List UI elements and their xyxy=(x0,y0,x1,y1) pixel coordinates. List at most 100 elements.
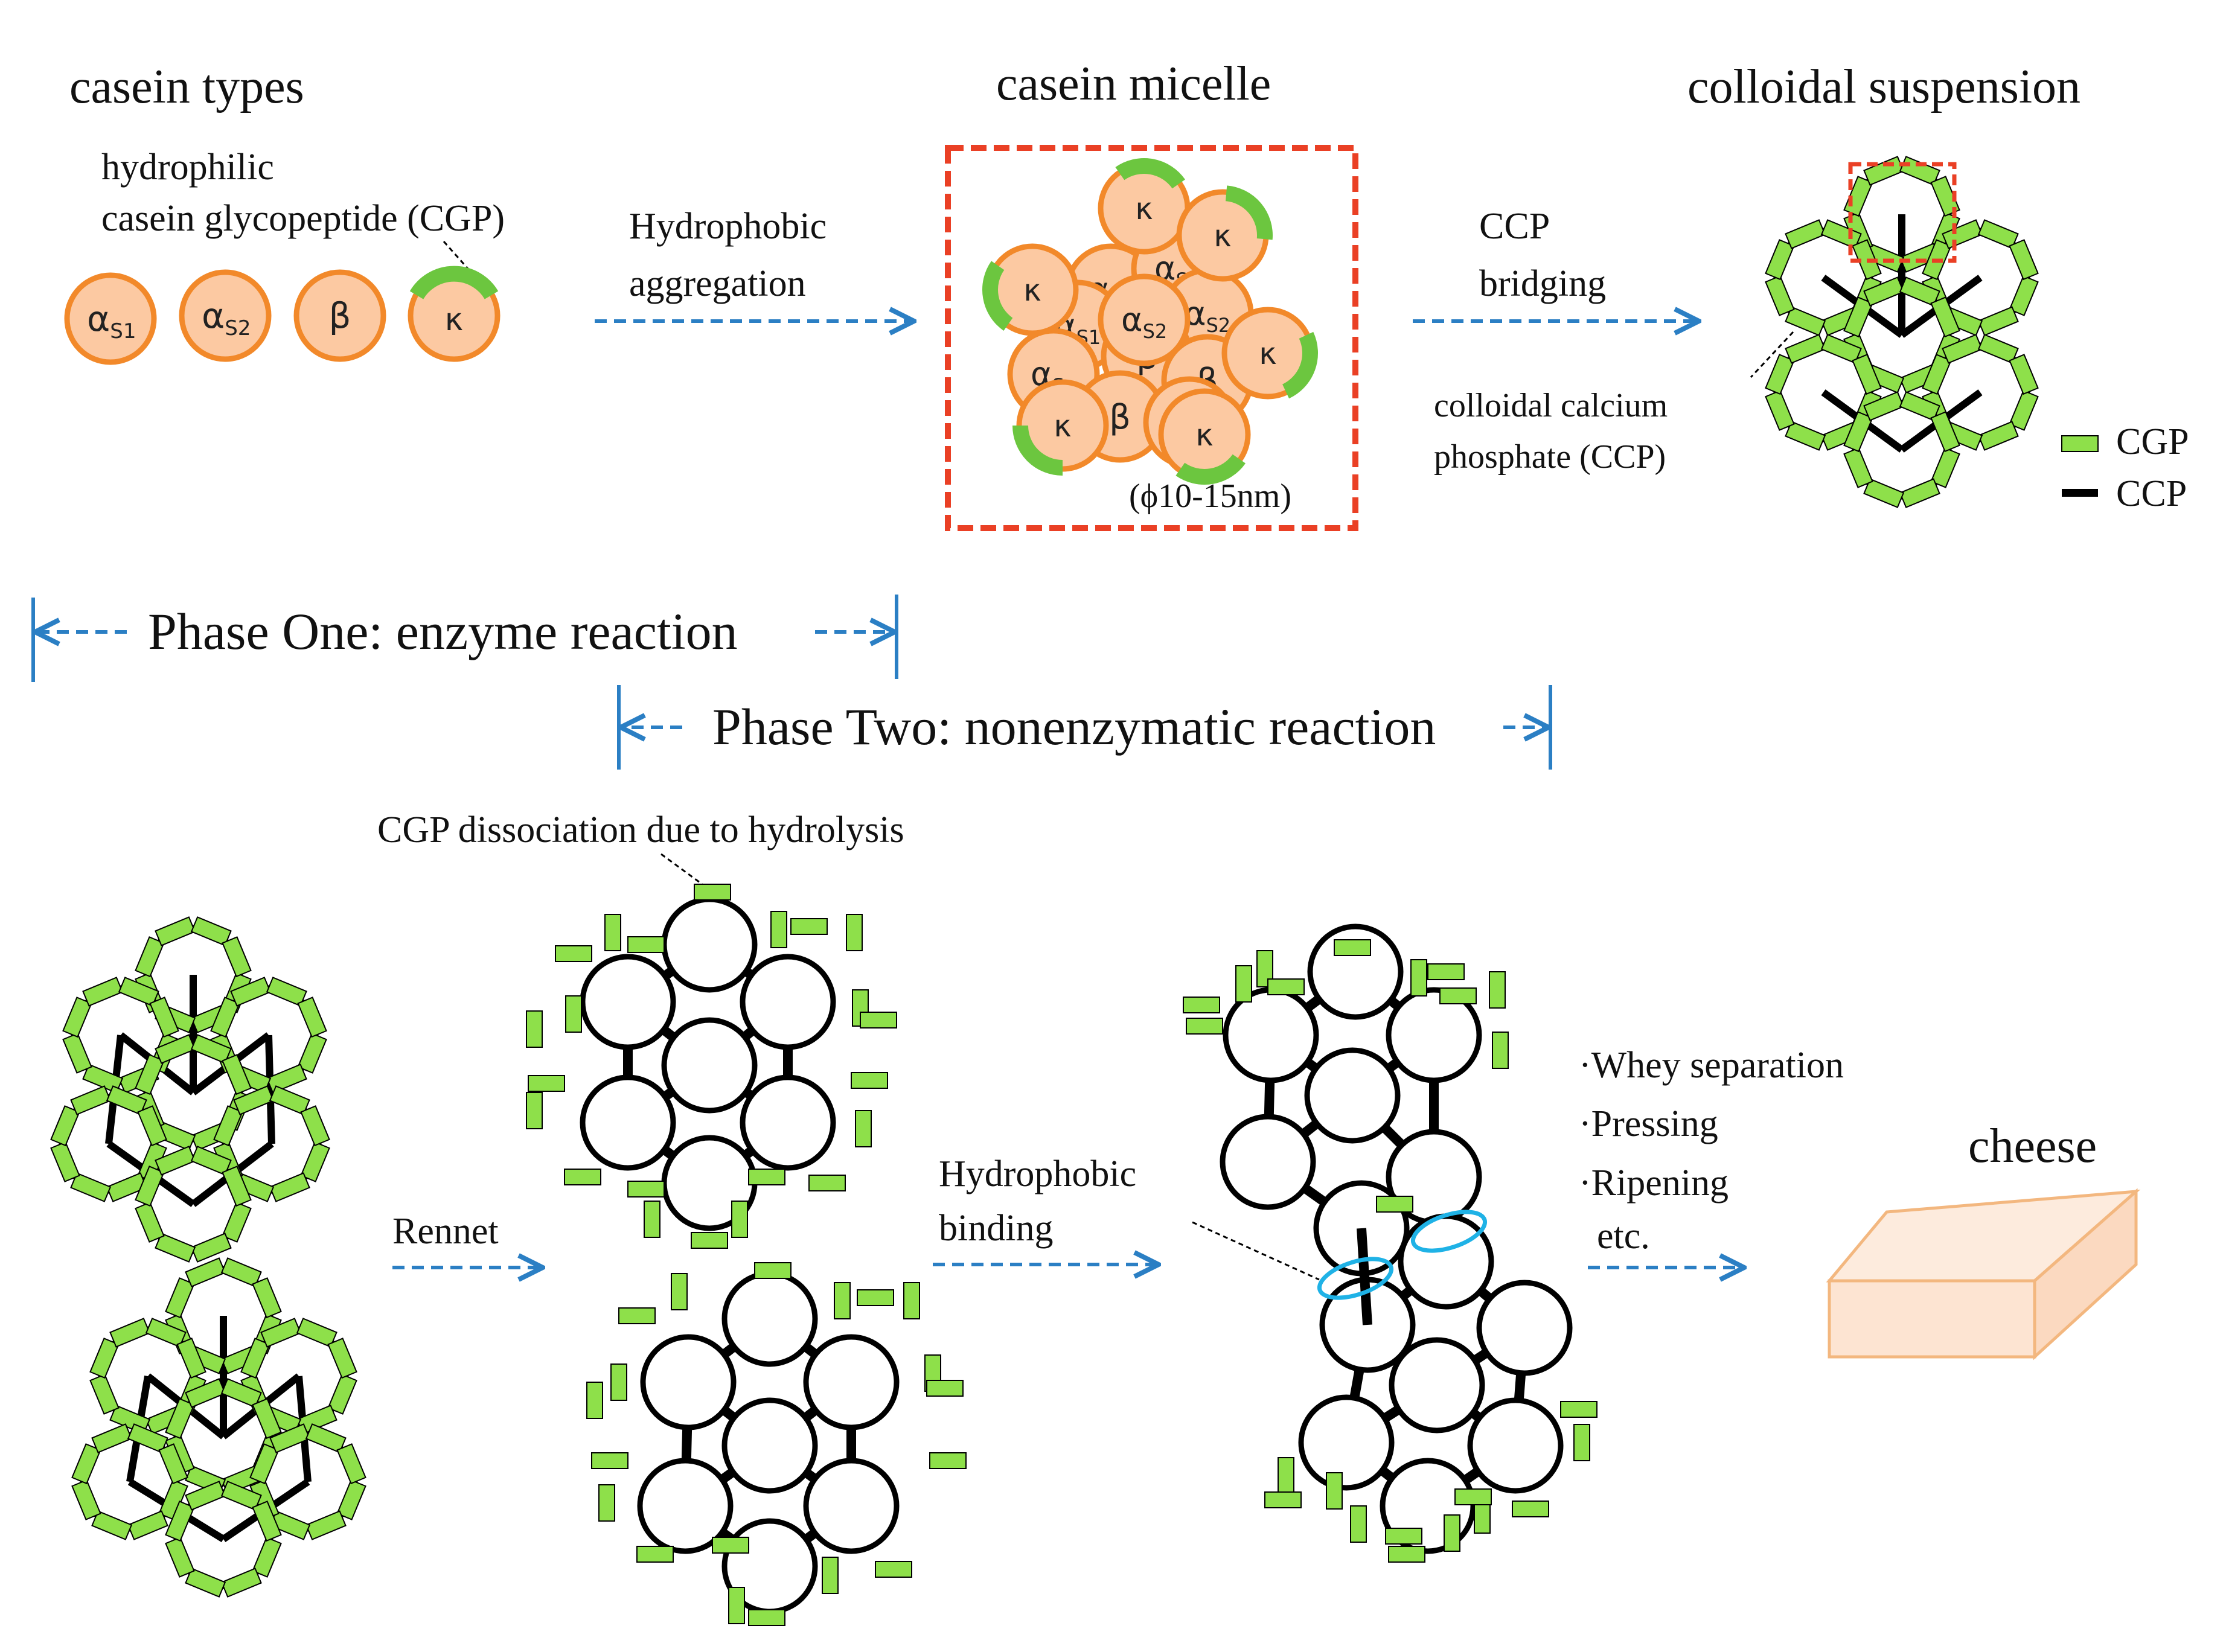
cgp-segment xyxy=(70,1085,112,1115)
free-cgp xyxy=(926,1380,964,1397)
cgp-segment xyxy=(165,1398,195,1440)
beta-label: β xyxy=(1109,398,1131,437)
legend-cgp-label: CGP xyxy=(2116,421,2189,462)
cheese-title: cheese xyxy=(1968,1120,2097,1173)
free-cgp xyxy=(691,1232,728,1249)
cgp-segment xyxy=(155,1034,196,1064)
cgp-segment xyxy=(300,1105,330,1147)
free-cgp xyxy=(834,1282,851,1319)
cgp-segment xyxy=(135,1166,165,1207)
cgp-segment xyxy=(82,977,124,1007)
para-casein xyxy=(661,896,758,993)
free-cgp xyxy=(565,995,582,1033)
cgp-segment xyxy=(185,1481,226,1511)
para-casein-micelles xyxy=(526,884,967,1626)
cgp-segment xyxy=(158,1443,188,1485)
cgp-segment xyxy=(1765,354,1795,395)
kappa-label: κ xyxy=(1195,418,1213,453)
svg-text:αS1: αS1 xyxy=(87,298,136,343)
para-casein xyxy=(1304,1047,1401,1144)
free-cgp xyxy=(1560,1401,1598,1418)
free-cgp xyxy=(855,1110,872,1147)
cgp-segment xyxy=(135,936,165,978)
cgp-cap xyxy=(1175,454,1246,485)
cgp-segment xyxy=(2009,275,2039,316)
cgp-segment xyxy=(106,1085,147,1115)
step-pressing: ·Pressing xyxy=(1579,1103,1718,1144)
cgp-segment xyxy=(1922,354,1952,395)
cgp-segment xyxy=(185,1378,226,1408)
casein-micelle-frame xyxy=(945,145,1358,531)
hydrophobic-binding-label-1: Hydrophobic xyxy=(939,1153,1136,1194)
cgp-segment xyxy=(1765,389,1795,431)
casein-types-title: casein types xyxy=(69,60,304,113)
submicelle-12 xyxy=(249,1423,366,1540)
para-casein xyxy=(661,1017,758,1114)
free-cgp xyxy=(644,1201,660,1238)
cgp-segment xyxy=(297,1032,327,1074)
cgp-segment xyxy=(1977,334,2019,364)
phase-two-span: Phase Two: nonenzymatic reaction xyxy=(617,685,1552,770)
cgp-segment xyxy=(190,916,232,946)
kappa-label: κ xyxy=(1214,218,1231,254)
cgp-segment xyxy=(1785,334,1826,364)
cgp-segment xyxy=(1977,306,2019,336)
para-casein xyxy=(803,1334,900,1430)
cgp-segment xyxy=(2009,239,2039,281)
free-cgp xyxy=(604,914,621,951)
cgp-segment xyxy=(1785,219,1826,249)
ccp-bridge xyxy=(1357,1228,1372,1325)
cgp-segment xyxy=(260,1318,302,1348)
cgp-segment xyxy=(1977,421,2019,451)
cgp-annotation-line1: hydrophilic xyxy=(101,147,274,188)
cgp-segment xyxy=(1899,156,1940,186)
cgp-segment xyxy=(252,1398,282,1440)
cgp-segment xyxy=(327,1373,357,1415)
para-casein xyxy=(1307,923,1404,1020)
free-cgp xyxy=(754,1262,792,1279)
free-cgp xyxy=(610,1363,627,1401)
cgp-segment xyxy=(305,1423,347,1453)
cgp-segment xyxy=(149,997,179,1038)
cgp-segment xyxy=(336,1479,366,1520)
free-cgp xyxy=(1410,959,1427,997)
kappa-casein: κ xyxy=(982,243,1079,336)
cgp-segment xyxy=(135,1201,165,1243)
para-casein xyxy=(637,1458,734,1554)
cgp-segment xyxy=(1765,275,1795,316)
colloidal-suspension-title: colloidal suspension xyxy=(1687,60,2080,113)
cgp-segment xyxy=(1785,421,1826,451)
ccp-annotation-line1: colloidal calcium xyxy=(1434,387,1668,424)
kappa-casein: κ xyxy=(1221,307,1318,400)
para-casein xyxy=(1386,987,1482,1083)
free-cgp xyxy=(1492,1032,1509,1069)
submicelle-6 xyxy=(135,1146,252,1263)
cgp-segment xyxy=(220,1567,262,1598)
cgp-cap xyxy=(1225,185,1273,240)
free-cgp xyxy=(1256,950,1273,987)
free-cgp xyxy=(627,936,665,953)
cgp-cap xyxy=(1115,158,1185,189)
cgp-segment xyxy=(1820,219,1862,249)
cgp-segment xyxy=(1843,447,1873,488)
cgp-segment xyxy=(1899,391,1940,421)
cgp-segment xyxy=(1852,354,1882,395)
free-cgp xyxy=(1376,1196,1413,1213)
cgp-segment xyxy=(1843,411,1873,453)
free-cgp xyxy=(712,1537,749,1554)
cgp-segment xyxy=(2009,389,2039,431)
cgp-segment xyxy=(1942,334,1983,364)
cgp-segment xyxy=(89,1338,120,1379)
cgp-segment xyxy=(1843,176,1873,217)
free-cgp xyxy=(822,1557,839,1594)
cgp-segment xyxy=(1899,478,1940,508)
casein-type-alpha-s1: αS1 xyxy=(64,272,157,365)
intact-micelles xyxy=(50,916,366,1598)
cgp-segment xyxy=(269,1085,310,1115)
cgp-segment xyxy=(165,1536,195,1578)
cgp-segment xyxy=(155,916,196,946)
free-cgp xyxy=(857,1289,894,1306)
submicelle-6 xyxy=(1843,391,1960,508)
cgp-segment xyxy=(137,1105,167,1147)
